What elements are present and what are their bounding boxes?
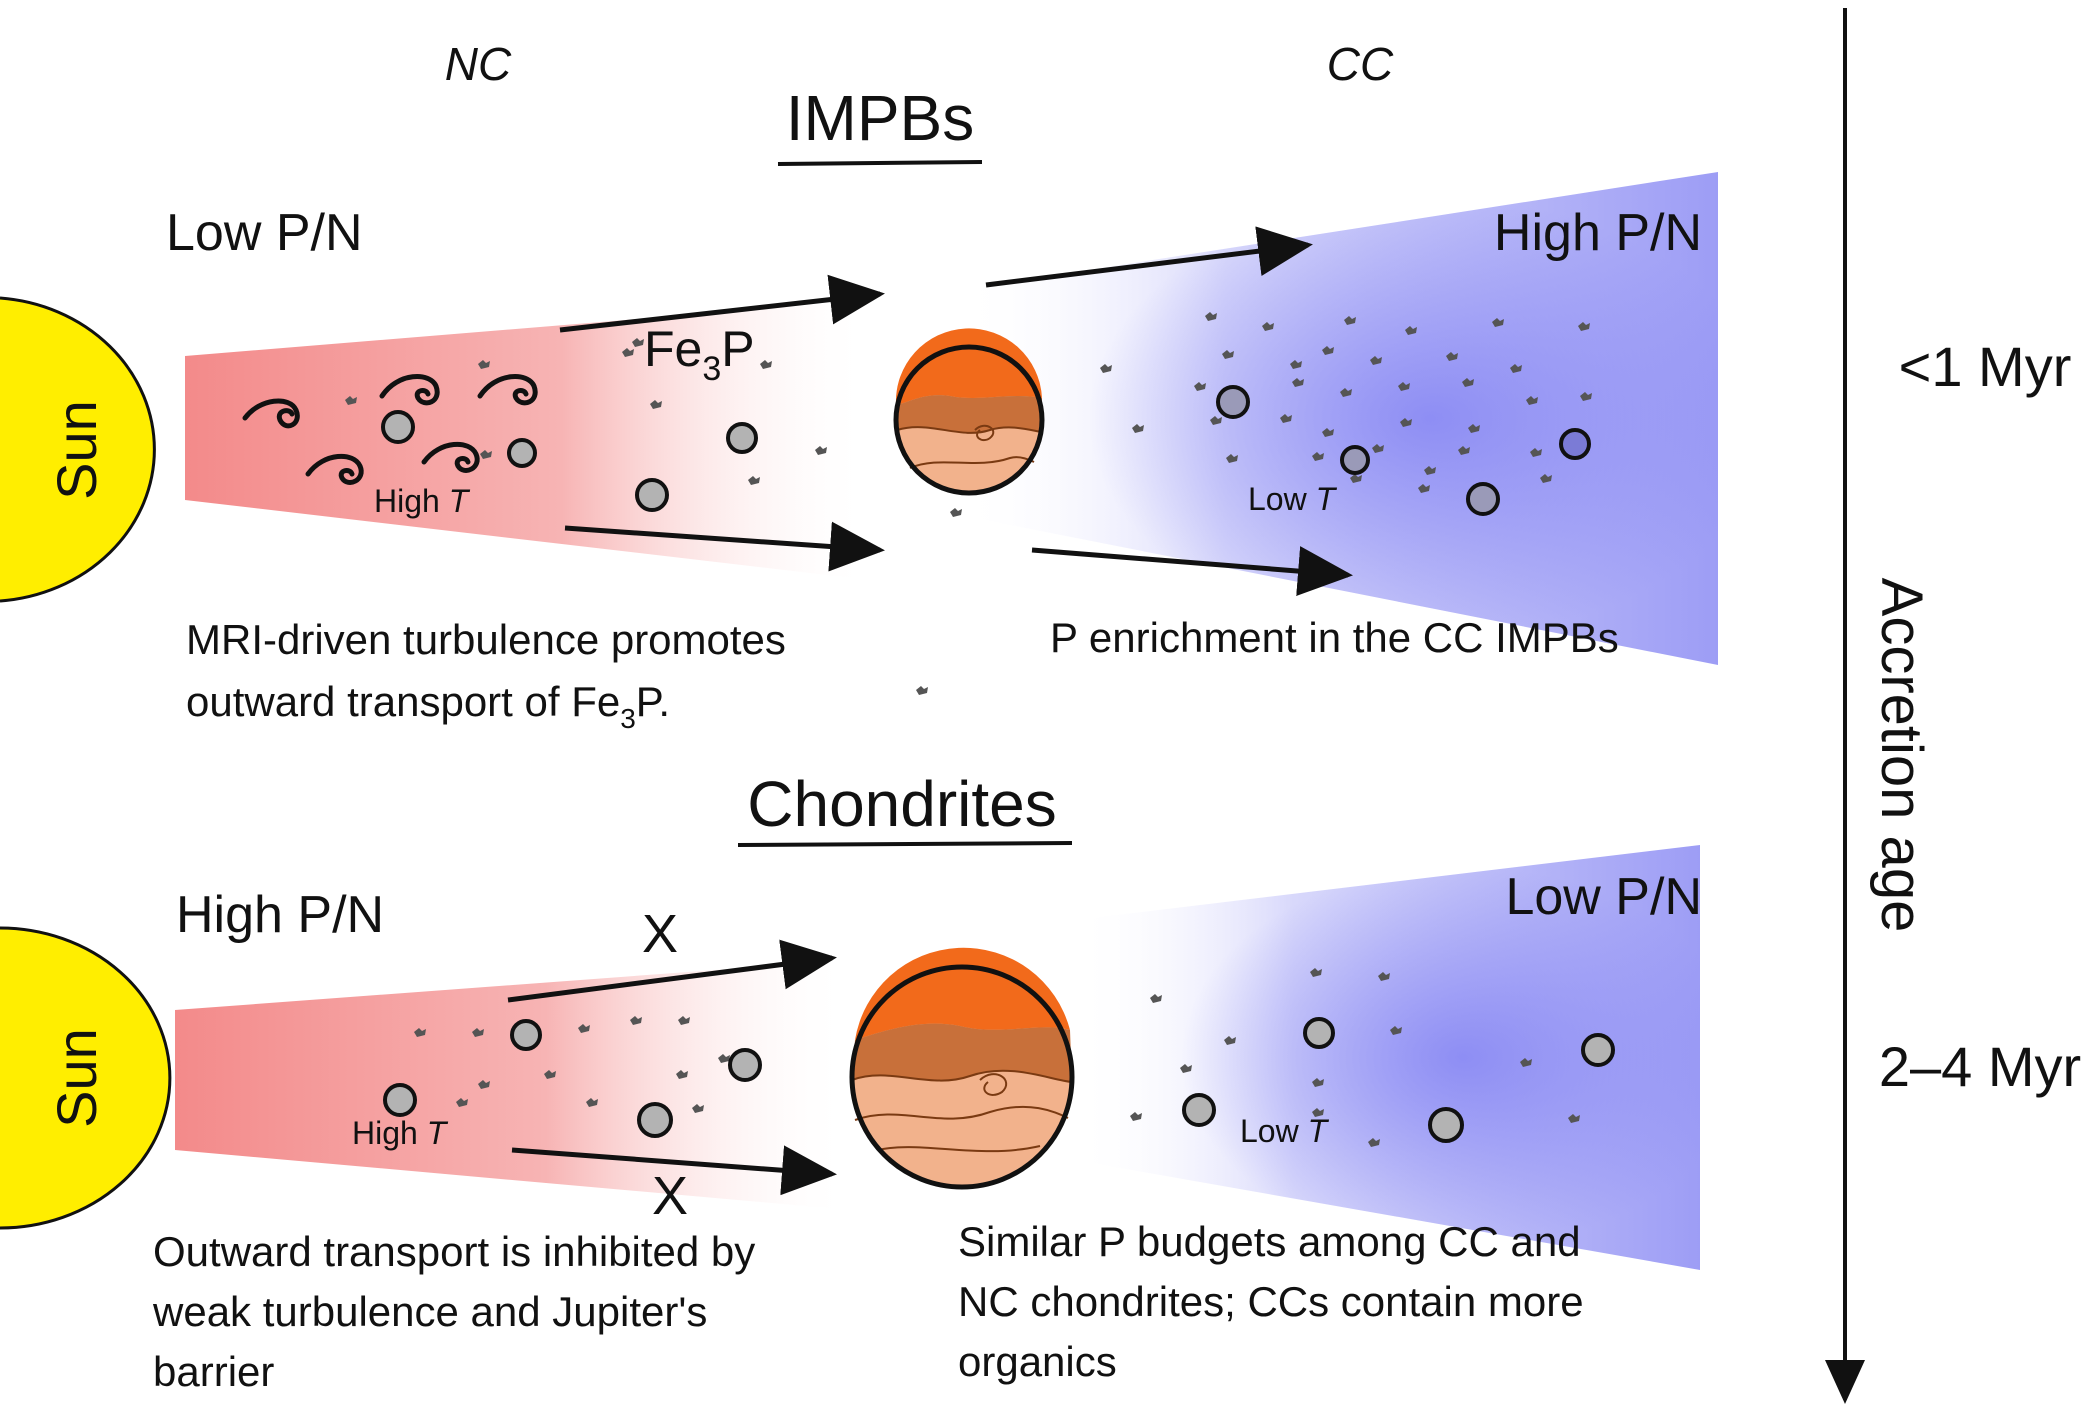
blocked-mark-upper: X bbox=[642, 904, 678, 964]
top-outer-temp: Low T bbox=[1248, 481, 1338, 517]
top-left-pn: Low P/N bbox=[166, 204, 363, 262]
time-label-early: <1 Myr bbox=[1899, 335, 2072, 398]
bottom-left-pn: High P/N bbox=[176, 886, 384, 944]
time-axis: <1 Myr Accretion age 2–4 Myr bbox=[1825, 8, 2081, 1404]
column-label-cc: CC bbox=[1327, 38, 1394, 90]
bottom-sun-label: Sun bbox=[45, 1028, 108, 1128]
bottom-caption-right-2: NC chondrites; CCs contain more bbox=[958, 1278, 1584, 1325]
time-axis-label: Accretion age bbox=[1869, 578, 1934, 933]
top-panel: IMPBs Sun Low P/N High P/N bbox=[0, 82, 1718, 734]
top-arrow-cc-upper bbox=[985, 226, 1313, 288]
turbulence-swirls bbox=[242, 374, 538, 485]
bottom-caption-left-3: barrier bbox=[153, 1348, 274, 1395]
top-arrow-nc-upper bbox=[559, 274, 885, 333]
bottom-caption-left-1: Outward transport is inhibited by bbox=[153, 1228, 755, 1275]
top-sun-label: Sun bbox=[45, 400, 108, 500]
bottom-nc-grains bbox=[383, 1019, 762, 1138]
bottom-outer-temp: Low T bbox=[1240, 1113, 1330, 1149]
top-caption-right: P enrichment in the CC IMPBs bbox=[1050, 614, 1619, 661]
bottom-arrow-upper bbox=[507, 939, 837, 1003]
bottom-jupiter bbox=[849, 947, 1075, 1190]
bottom-cc-grains bbox=[1182, 1017, 1615, 1143]
top-arrow-cc-lower bbox=[1031, 546, 1353, 596]
blocked-mark-lower: X bbox=[652, 1166, 688, 1226]
bottom-panel-title: Chondrites bbox=[747, 768, 1057, 840]
time-label-late: 2–4 Myr bbox=[1879, 1035, 2081, 1098]
top-title-underline bbox=[777, 160, 983, 166]
top-right-pn: High P/N bbox=[1494, 204, 1702, 262]
top-caption-left-2: outward transport of Fe3P. bbox=[186, 678, 670, 734]
bottom-inner-temp: High T bbox=[352, 1115, 449, 1151]
top-panel-title: IMPBs bbox=[786, 82, 974, 154]
bottom-title-underline bbox=[737, 841, 1073, 847]
top-species-label: Fe3P bbox=[644, 321, 755, 388]
bottom-arrow-lower bbox=[511, 1145, 837, 1196]
top-inner-temp: High T bbox=[374, 483, 471, 519]
bottom-caption-right-1: Similar P budgets among CC and bbox=[958, 1218, 1581, 1265]
column-label-nc: NC bbox=[445, 38, 512, 90]
bottom-caption-left-2: weak turbulence and Jupiter's bbox=[152, 1288, 707, 1335]
top-cc-grains bbox=[1216, 385, 1591, 516]
bottom-caption-left: Outward transport is inhibited by weak t… bbox=[152, 1228, 755, 1395]
top-arrow-nc-lower bbox=[564, 521, 885, 572]
top-caption-left-1: MRI-driven turbulence promotes bbox=[186, 616, 786, 663]
top-nc-grains bbox=[381, 410, 758, 512]
top-jupiter bbox=[893, 328, 1045, 496]
bottom-panel: Chondrites Sun High P/N Low P/N High T bbox=[0, 768, 1702, 1395]
bottom-caption-right-3: organics bbox=[958, 1338, 1117, 1385]
bottom-caption-right: Similar P budgets among CC and NC chondr… bbox=[958, 1218, 1584, 1385]
bottom-right-pn: Low P/N bbox=[1505, 868, 1702, 926]
